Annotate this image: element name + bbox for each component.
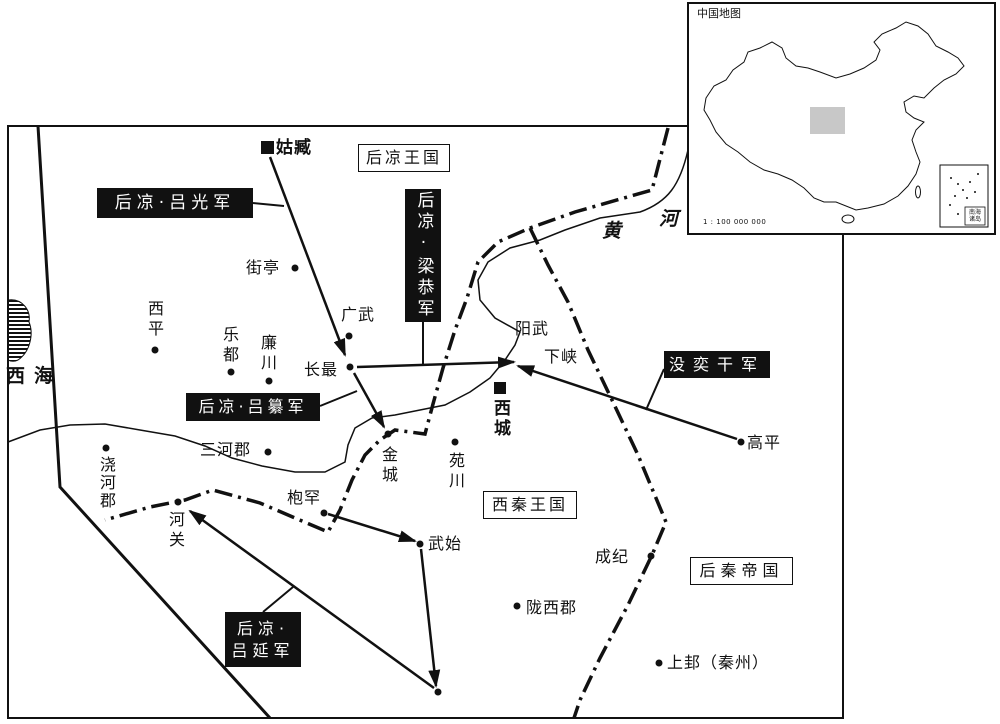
inset-scale: 1 : 100 000 000 xyxy=(703,218,767,226)
place-label-chengji: 成纪 xyxy=(595,547,630,566)
south-sea-islands xyxy=(949,173,979,215)
place-label-ledu: 乐都 xyxy=(220,326,239,366)
route-lvyan-arrow xyxy=(188,509,435,690)
route-lvguang-arrow xyxy=(268,156,347,357)
army-label-lvzuan-text: 后凉·吕纂军 xyxy=(198,397,308,416)
taiwan-island xyxy=(915,185,921,199)
place-label-xiping: 西平 xyxy=(145,300,164,340)
route-lvzuan-arrow xyxy=(352,372,386,429)
south-sea-label-box xyxy=(964,206,986,226)
place-label-xiaxia: 下峡 xyxy=(544,347,579,366)
army-label-lvguang: 后凉·吕光军 xyxy=(97,188,253,218)
place-label-heguan: 河关 xyxy=(166,511,185,551)
china-outline xyxy=(703,21,965,211)
callout-moyigan xyxy=(645,368,665,411)
region-label-xiqin: 西秦王国 xyxy=(483,491,577,519)
place-dot-route-end xyxy=(434,688,442,696)
army-label-moyigan: 没奕干军 xyxy=(664,351,770,378)
yellow-river xyxy=(7,149,689,473)
place-label-changzui: 长最 xyxy=(304,360,339,379)
place-label-lianchuan: 廉川 xyxy=(258,334,277,374)
place-dot-wushi xyxy=(416,540,424,548)
capital-label-xicheng: 西城 xyxy=(490,399,510,439)
place-dot-shanggui xyxy=(655,659,663,667)
south-sea-box xyxy=(939,164,989,228)
place-dot-jincheng xyxy=(384,430,392,438)
place-label-yangwu: 阳武 xyxy=(515,319,550,338)
place-label-longxijun: 陇西郡 xyxy=(526,598,578,617)
feature-label-he: 河 xyxy=(659,208,680,230)
capital-marker-xicheng xyxy=(494,382,506,394)
place-label-jincheng: 金城 xyxy=(379,446,398,486)
capital-label-guzang: 姑臧 xyxy=(276,138,312,158)
capital-marker-guzang xyxy=(261,141,274,154)
place-dot-baohan xyxy=(320,509,328,517)
place-label-sanhejun: 三河郡 xyxy=(200,440,252,459)
army-label-lvyan-line2: 吕延军 xyxy=(231,640,295,660)
place-dot-lianchuan xyxy=(265,377,273,385)
route-baohan-wushi-arrow xyxy=(327,512,417,543)
callout-lvzuan xyxy=(319,390,358,407)
xihai-lake xyxy=(7,299,32,362)
region-label-houqin: 后秦帝国 xyxy=(690,557,793,585)
region-label-houliang-text: 后凉王国 xyxy=(365,148,442,167)
place-dot-ledu xyxy=(227,368,235,376)
region-label-houqin-text: 后秦帝国 xyxy=(699,561,784,580)
map-frame xyxy=(7,125,844,719)
army-label-lianggong: 后凉·梁恭军 xyxy=(405,189,441,322)
place-label-shanggui: 上邽（秦州） xyxy=(667,653,770,672)
inset-highlight-area xyxy=(810,107,845,134)
callout-lvyan xyxy=(262,586,294,613)
border-xiqin-houqin xyxy=(528,227,668,719)
route-moyigan-arrow xyxy=(516,364,738,441)
place-dot-gaoping xyxy=(737,438,745,446)
feature-label-hai: 海 xyxy=(34,365,55,387)
region-label-xiqin-text: 西秦王国 xyxy=(491,495,568,514)
army-label-lvyan-line1: 后凉· xyxy=(236,618,290,638)
army-label-moyigan-text: 没奕干军 xyxy=(668,354,765,374)
place-dot-jiaohejun xyxy=(102,444,110,452)
place-label-jieting: 街亭 xyxy=(246,258,281,277)
place-dot-yuanchuan xyxy=(451,438,459,446)
hainan-island xyxy=(841,214,855,224)
place-label-yuanchuan: 苑川 xyxy=(446,452,465,492)
place-label-baohan: 枹罕 xyxy=(287,488,322,507)
place-dot-changzui xyxy=(346,363,354,371)
western-boundary xyxy=(36,125,272,720)
place-dot-chengji xyxy=(647,552,655,560)
place-label-jiaohejun: 浇河郡 xyxy=(97,456,116,510)
place-dot-xiping xyxy=(151,346,159,354)
army-label-lvyan: 后凉· 吕延军 xyxy=(225,612,301,667)
border-houliang-xiqin xyxy=(104,127,670,535)
route-wushi-south-arrow xyxy=(419,548,441,688)
place-label-guangwu: 广武 xyxy=(341,305,376,324)
place-dot-heguan xyxy=(174,498,182,506)
place-label-wushi: 武始 xyxy=(428,534,463,553)
region-label-houliang: 后凉王国 xyxy=(358,144,450,172)
south-sea-label: 南海诸岛 xyxy=(968,209,981,223)
feature-label-xi: 西 xyxy=(6,365,27,387)
callout-lvguang xyxy=(252,202,285,207)
feature-label-huang: 黄 xyxy=(602,220,623,242)
place-dot-guangwu xyxy=(345,332,353,340)
army-label-lvguang-text: 后凉·吕光军 xyxy=(114,192,236,213)
army-label-lianggong-text: 后凉·梁恭军 xyxy=(413,191,434,320)
place-label-gaoping: 高平 xyxy=(747,433,782,452)
route-changzui-yangwu-arrow xyxy=(356,356,516,369)
place-dot-sanhejun xyxy=(264,448,272,456)
place-dot-longxijun xyxy=(513,602,521,610)
place-dot-jieting xyxy=(291,264,299,272)
army-label-lvzuan: 后凉·吕纂军 xyxy=(186,393,320,421)
inset-title: 中国地图 xyxy=(697,7,741,20)
